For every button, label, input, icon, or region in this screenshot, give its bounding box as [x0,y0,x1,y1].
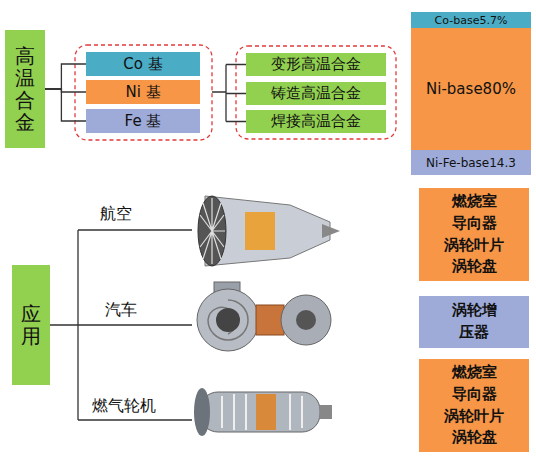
component-box: 燃烧室 导向器 涡轮叶片 涡轮盘 [419,188,529,281]
base-box: Fe 基 [86,109,200,133]
type-box: 变形高温合金 [246,53,386,76]
combustor [256,394,276,430]
engine-core [245,212,275,250]
bar-segment: Ni-base80% [411,28,531,150]
box-text: 铸造高温合金 [271,84,361,103]
housing [197,289,259,351]
box-text: 应用 [21,303,41,347]
wheel [296,310,316,330]
category-box: 应用 [12,265,50,385]
box-text: Co-base5.7% [435,14,508,27]
connector-line [45,64,86,89]
category-box: 高温合金 [5,30,45,148]
box-text: Ni-Fe-base14.3 [426,156,516,170]
component-box: 燃烧室 导向器 涡轮叶片 涡轮盘 [419,359,529,452]
bracket-line [212,65,246,122]
box-text: Co 基 [123,55,162,74]
box-text: 变形高温合金 [271,55,361,74]
housing [281,295,331,345]
center-housing [256,305,284,335]
engine-fan [198,196,226,266]
connector [45,89,86,121]
connector-line [45,89,86,121]
turbine-stages [222,394,302,430]
fan-blades [200,198,225,264]
application-label: 燃气轮机 [92,396,156,417]
bar-segment: Ni-Fe-base14.3 [411,150,531,175]
box-text: 焊接高温合金 [271,112,361,131]
bar-segment: Co-base5.7% [411,12,531,29]
box-text: Ni-base80% [426,80,516,98]
group-outline [236,46,396,139]
connector [45,64,86,89]
application-label: 航空 [100,204,132,225]
base-box: Co 基 [86,52,200,76]
base-box: Ni 基 [86,80,200,104]
wheel [216,308,240,332]
gas-turbine-illustration [194,388,332,436]
box-text: Fe 基 [125,112,162,131]
type-box: 铸造高温合金 [246,82,386,105]
shaft [320,405,332,419]
application-label: 汽车 [105,300,137,321]
exhaust-cone [322,224,340,238]
box-text: Ni 基 [125,83,160,102]
turbine-casing [200,392,320,432]
bracket-line [50,230,192,420]
inlet [194,388,210,436]
box-text: 涡轮增压器 [451,300,498,344]
turbocharger-illustration [197,282,331,351]
aero-engine-illustration [198,196,340,266]
spiral [208,300,248,340]
box-text: 燃烧室 导向器 涡轮叶片 涡轮盘 [441,362,507,449]
group-outline [75,45,212,140]
type-box: 焊接高温合金 [246,110,386,133]
component-box: 涡轮增压器 [419,296,529,348]
box-text: 高温合金 [15,45,35,133]
box-text: 燃烧室 导向器 涡轮叶片 涡轮盘 [441,191,507,278]
